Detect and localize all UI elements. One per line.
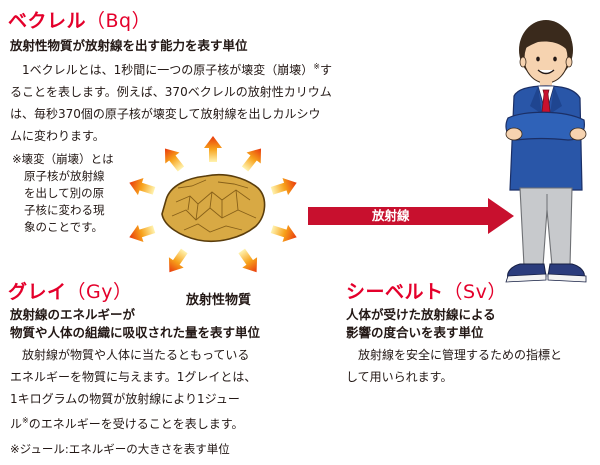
gray-unit: （Gy）	[66, 281, 133, 303]
substance-label: 放射性物質	[186, 293, 252, 308]
ray-arrow	[270, 177, 297, 196]
gray-body: 放射線が物質や人体に当たるともっている エネルギーを物質に与えます。1グレイとは…	[10, 348, 257, 431]
gray-subtitle: 放射線のエネルギーが 物質や人体の組織に吸収された量を表す単位	[10, 307, 261, 340]
sievert-title: シーベルト（Sv）	[346, 281, 507, 303]
ray-arrow	[204, 136, 222, 162]
ray-arrow	[241, 148, 262, 172]
ray-arrow	[168, 248, 188, 273]
radioactive-substance-illustration	[129, 136, 297, 273]
gray-note: ※ジュール:エネルギーの大きさを表す単位	[10, 442, 230, 456]
rock-shape	[161, 173, 266, 242]
becquerel-unit: （Bq）	[86, 10, 152, 32]
person-illustration	[505, 20, 587, 283]
ray-arrow	[129, 177, 156, 196]
sievert-body: 放射線を安全に管理するための指標と して用いられます。	[346, 348, 563, 384]
sievert-subtitle: 人体が受けた放射線による 影響の度合いを表す単位	[346, 307, 496, 340]
radiation-label: 放射線	[372, 208, 410, 223]
radiation-arrow	[308, 198, 514, 234]
becquerel-note: ※壊変（崩壊）とは 原子核が放射線 を出して別の原 子核に変わる現 象のことです…	[12, 152, 114, 234]
gray-title: グレイ（Gy）	[8, 281, 133, 303]
ray-arrow	[129, 224, 156, 243]
ray-arrow	[238, 248, 258, 273]
becquerel-title: ベクレル（Bq）	[8, 10, 152, 32]
becquerel-body: 1ベクレルとは、1秒間に一つの原子核が壊変（崩壊）※す ることを表します。例えば…	[10, 62, 332, 143]
ray-arrow	[270, 224, 297, 243]
sievert-unit: （Sv）	[443, 281, 507, 303]
becquerel-subtitle: 放射性物質が放射線を出す能力を表す単位	[10, 38, 248, 53]
ray-arrow	[164, 148, 185, 172]
